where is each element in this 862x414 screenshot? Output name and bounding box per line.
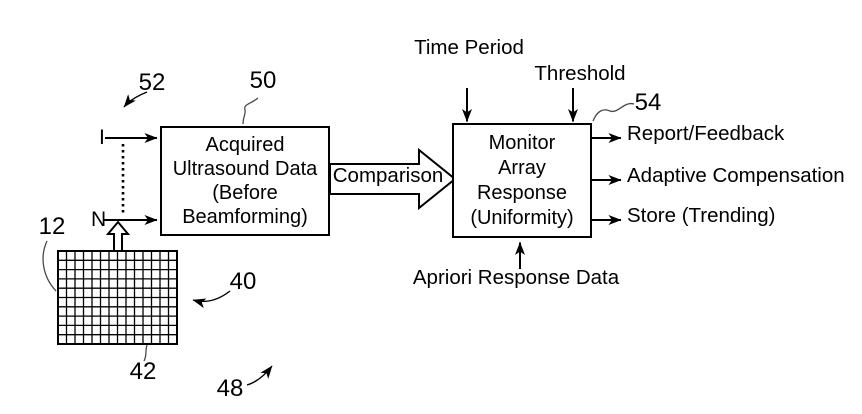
ref-numeral-12: 12 (38, 213, 66, 240)
monitor-array-response-box: Monitor Array Response (Uniformity) (452, 123, 592, 238)
ref-numeral-48: 48 (216, 375, 244, 402)
leader-42 (143, 344, 148, 362)
ref-arrow-52 (123, 91, 148, 108)
acquired-box-line2: Ultrasound Data (172, 158, 318, 180)
ref-numeral-52: 52 (138, 69, 166, 96)
ref-numeral-54: 54 (634, 89, 662, 116)
monitor-box-line2: Array (498, 156, 546, 179)
monitor-box-line3: Response (476, 181, 568, 204)
leader-54 (592, 102, 635, 122)
ref-arrow-40 (192, 290, 231, 309)
acquired-ultrasound-data-box: Acquired Ultrasound Data (Before Beamfor… (160, 126, 330, 236)
output-label-report-feedback: Report/Feedback (627, 122, 785, 145)
acquired-box-line1: Acquired (205, 134, 285, 156)
apriori-response-data-label: Apriori Response Data (412, 266, 620, 289)
comparison-label: Comparison (332, 164, 444, 187)
acquired-box-line4: Beamforming) (182, 206, 308, 228)
acquired-box-line3: (Before (212, 182, 278, 204)
output-label-adaptive-compensation: Adaptive Compensation (627, 164, 845, 187)
ref-numeral-40: 40 (229, 268, 257, 295)
ref-arrow-48 (246, 365, 273, 386)
monitor-box-line1: Monitor (488, 131, 556, 154)
ref-numeral-42: 42 (129, 358, 157, 385)
channel-i-label: I (99, 126, 105, 149)
output-label-store-trending: Store (Trending) (627, 204, 776, 227)
array-to-channels-hollow-arrow (105, 220, 131, 253)
time-period-line1: Time (414, 36, 459, 59)
leader-12 (42, 240, 57, 292)
leader-50 (242, 97, 259, 125)
time-period-line2: Period (464, 36, 524, 59)
ref-numeral-50: 50 (249, 67, 277, 94)
threshold-label: Threshold (534, 62, 626, 85)
transducer-array-grid (57, 250, 178, 345)
monitor-box-line4: (Uniformity) (470, 206, 574, 229)
channel-n-label: N (91, 208, 107, 231)
time-period-label: Time Period (414, 36, 524, 60)
comparison-block-arrow (329, 147, 457, 211)
